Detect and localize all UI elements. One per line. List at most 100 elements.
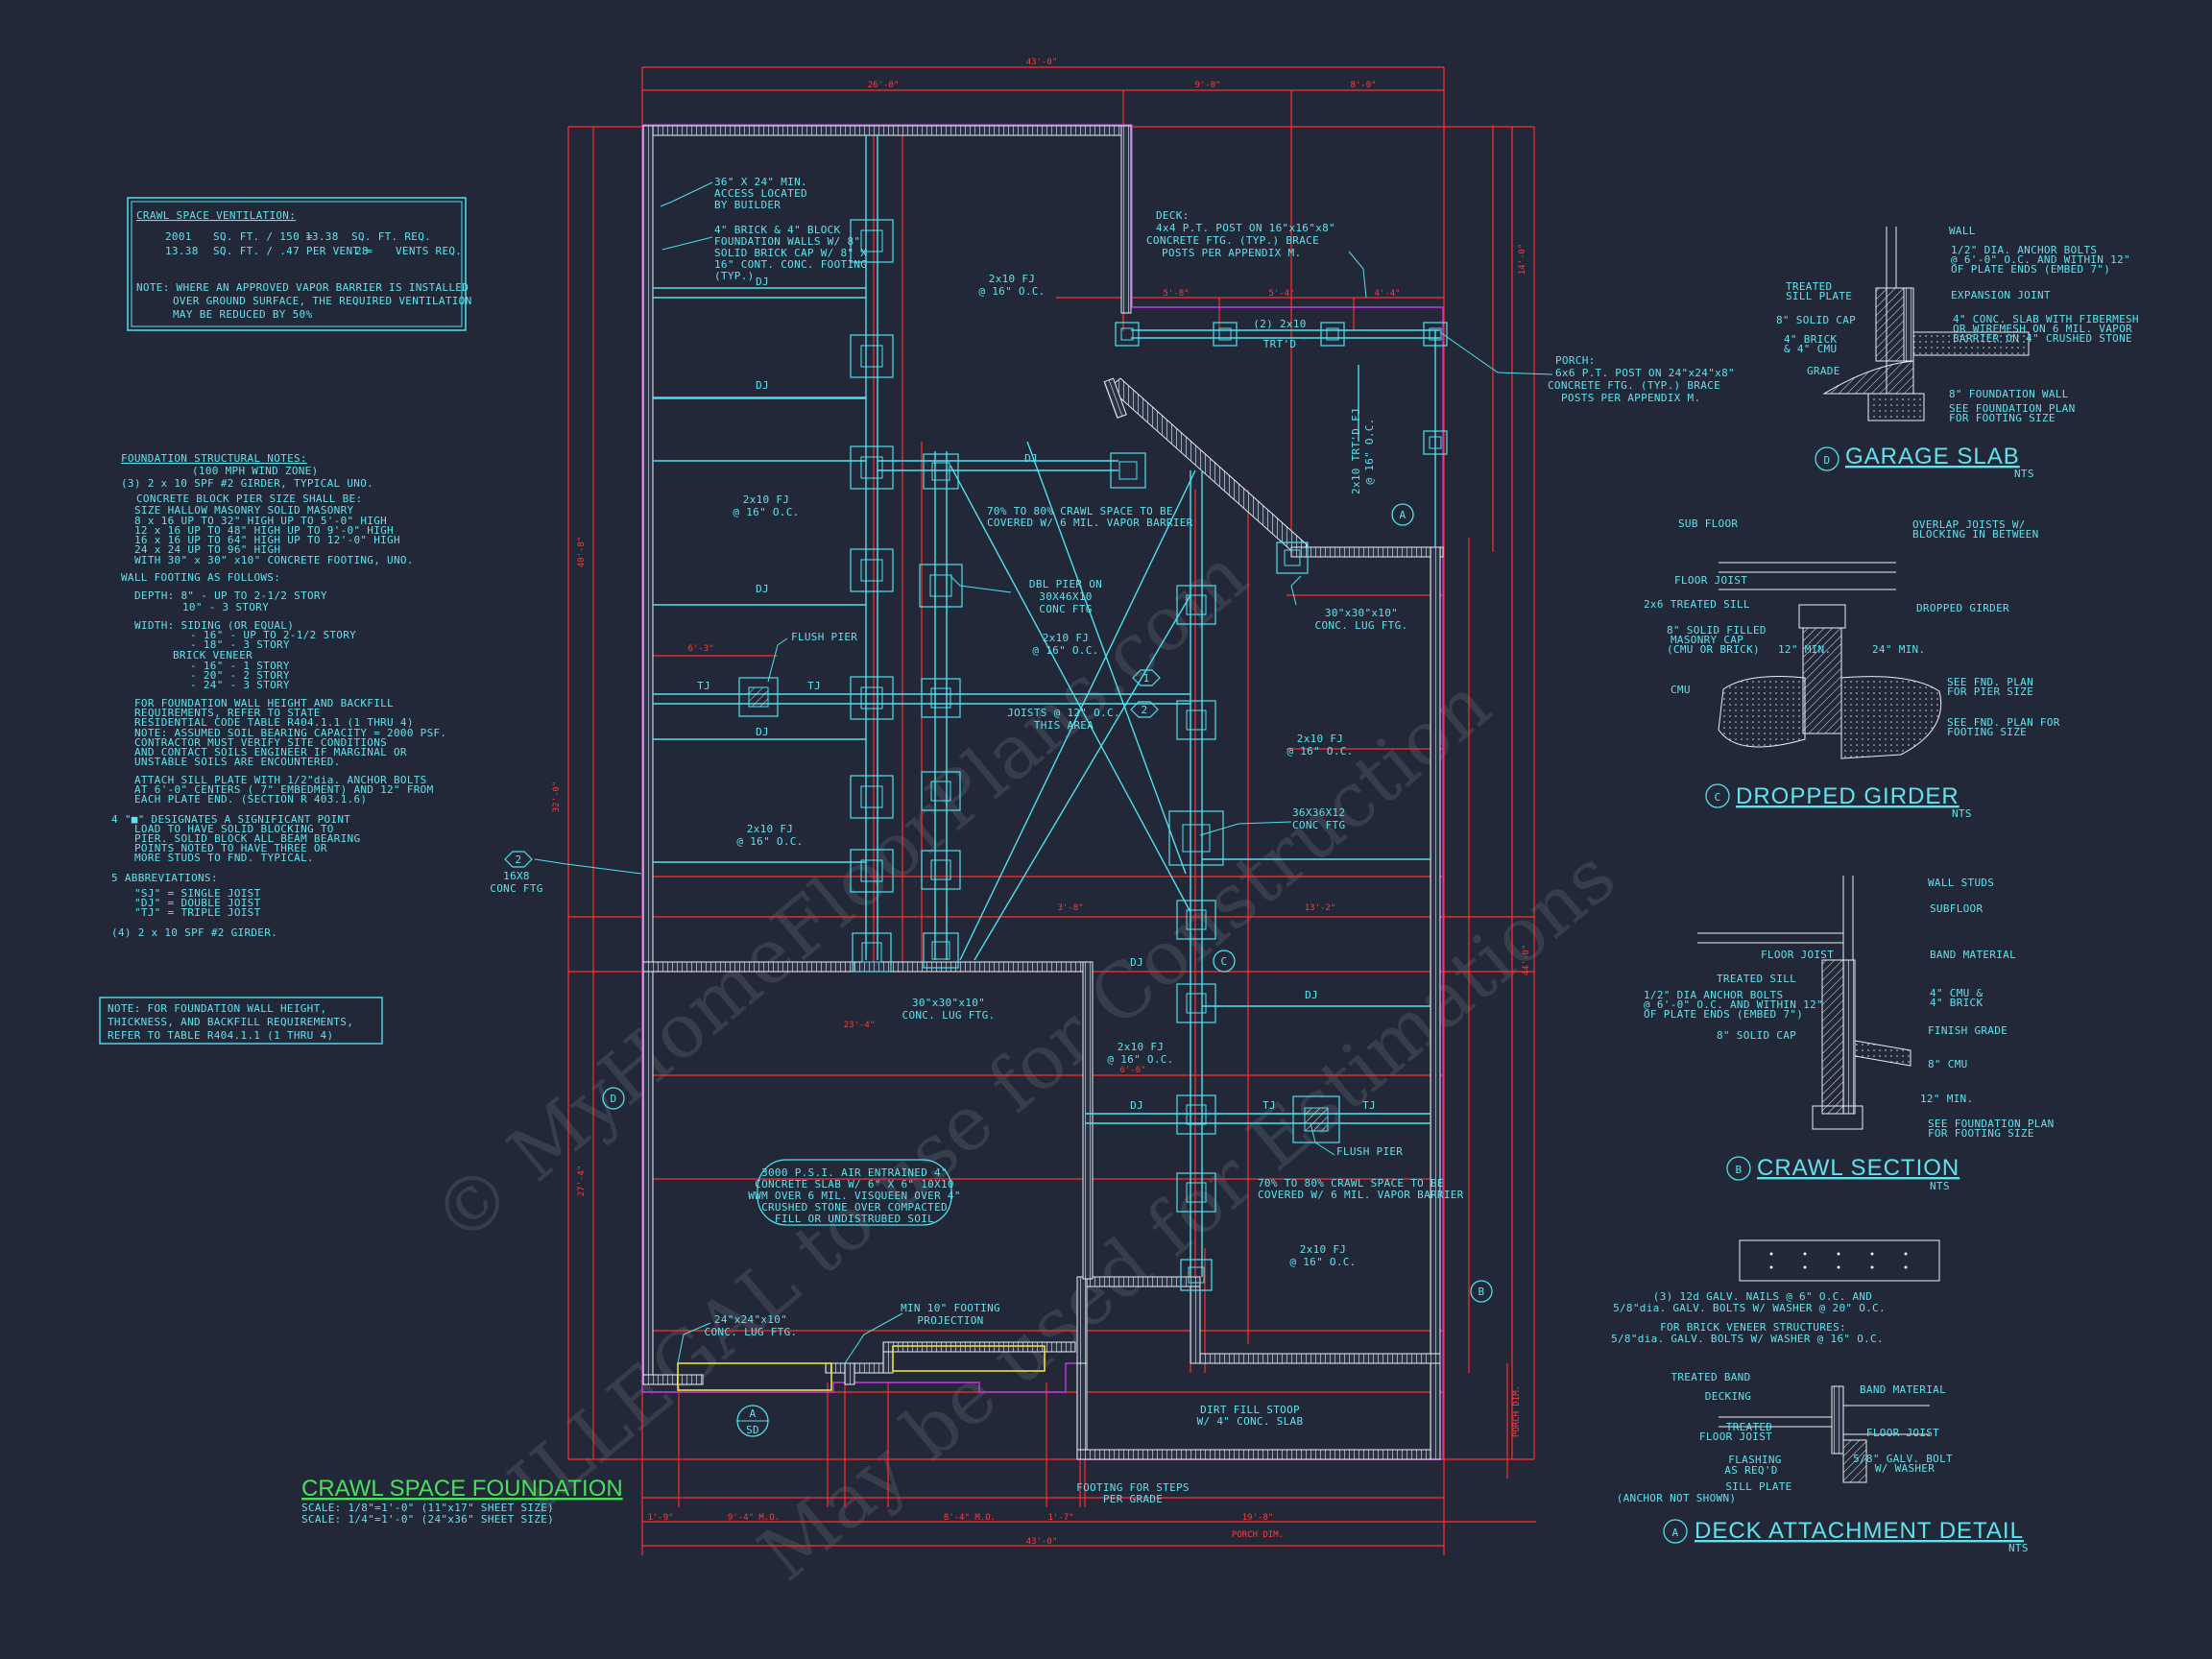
detail-a-label-15: 5/8" GALV. BOLT bbox=[1853, 1453, 1953, 1465]
detail-c-label-13: SEE FND. PLAN FOR bbox=[1947, 716, 2060, 729]
detail-b-label-3: FLOOR JOIST bbox=[1761, 949, 1834, 961]
tj-2: TJ bbox=[807, 680, 821, 692]
girders bbox=[653, 134, 1440, 1277]
detail-a-title: DECK ATTACHMENT DETAIL bbox=[1695, 1518, 2024, 1544]
notes-line-28: EACH PLATE END. (SECTION R 403.1.6) bbox=[134, 793, 367, 805]
detail-a-label-10: AS REQ'D bbox=[1724, 1464, 1777, 1477]
detail-c-label-7: 8" SOLID FILLED bbox=[1667, 624, 1767, 637]
notes-line-32: POINTS NOTED TO HAVE THREE OR bbox=[134, 842, 327, 854]
detail-a-label-6: DECKING bbox=[1705, 1390, 1751, 1403]
porch-note-1: PORCH: bbox=[1555, 354, 1596, 367]
detail-d-label-13: & 4" CMU bbox=[1784, 343, 1837, 355]
dim-4-4: 4'-4" bbox=[1374, 289, 1400, 299]
fj-label-4: 2x10 FJ bbox=[1297, 733, 1343, 745]
pier-4 bbox=[850, 548, 894, 592]
dim-overall-top: 43'-0" bbox=[1026, 58, 1058, 67]
watermark: © MyHomeFloorPlans.com ILLEGAL to use fo… bbox=[417, 532, 1631, 1598]
notes-line-31: PIER. SOLID BLOCK ALL BEAM BEARING bbox=[134, 832, 360, 845]
access-1: 36" X 24" MIN. bbox=[714, 176, 807, 188]
detail-d-label-6: SILL PLATE bbox=[1786, 290, 1852, 302]
detail-d-label-9: 4" CONC. SLAB WITH FIBERMESH bbox=[1953, 313, 2139, 325]
detail-a-label-12: (ANCHOR NOT SHOWN) bbox=[1617, 1492, 1737, 1504]
notes-line-12: WIDTH: SIDING (OR EQUAL) bbox=[134, 619, 294, 632]
notes-line-9: WALL FOOTING AS FOLLOWS: bbox=[121, 571, 280, 584]
slab-note-4: CRUSHED STONE OVER COMPACTED bbox=[761, 1201, 948, 1214]
wall-note-3: SOLID BRICK CAP W/ 8" X bbox=[714, 247, 867, 259]
pier-31 bbox=[738, 677, 779, 717]
garage-opening-2 bbox=[892, 1345, 1046, 1372]
tag-2: 2 bbox=[1142, 704, 1148, 716]
plan-scale-1: SCALE: 1/8"=1'-0" (11"x17" SHEET SIZE) bbox=[301, 1502, 554, 1514]
vent-note-2: OVER GROUND SURFACE, THE REQUIRED VENTIL… bbox=[173, 295, 472, 307]
detail-c-nts: NTS bbox=[1952, 807, 1972, 820]
pier-12 bbox=[921, 771, 961, 811]
detail-a-letter: A bbox=[1672, 1527, 1679, 1539]
pier-16 bbox=[1176, 700, 1216, 740]
fj-spacing-1: @ 16" O.C. bbox=[978, 285, 1045, 298]
dbl-pier-3: CONC FTG bbox=[1039, 603, 1092, 615]
fj-spacing-3: @ 16" O.C. bbox=[1032, 644, 1098, 657]
dj-4: DJ bbox=[756, 583, 769, 595]
detail-b-label-7: @ 6'-0" O.C. AND WITHIN 12" bbox=[1644, 998, 1823, 1011]
tag-c-plan: C bbox=[1221, 955, 1228, 968]
notes-line-27: AT 6'-0" CENTERS ( 7" EMBEDMENT) AND 12"… bbox=[134, 783, 434, 796]
detail-a-label-13: BAND MATERIAL bbox=[1860, 1383, 1946, 1396]
foundation-plan: 43'-0" 26'-0" 9'-0" 8'-0" 40'-8" 32'-0" … bbox=[301, 58, 1735, 1555]
notes-line-36: "DJ" = DOUBLE JOIST bbox=[134, 897, 261, 909]
detail-b-label-2: SUBFLOOR bbox=[1930, 902, 1983, 915]
pier-29 bbox=[1423, 430, 1448, 455]
notes-box-line-3: REFER TO TABLE R404.1.1 (1 THRU 4) bbox=[108, 1029, 333, 1042]
detail-b-label-9: 4" CMU & bbox=[1930, 987, 1983, 999]
deck-note-2: 4x4 P.T. POST ON 16"x16"x8" bbox=[1156, 222, 1335, 234]
detail-a-label-1: (3) 12d GALV. NAILS @ 6" O.C. AND bbox=[1653, 1290, 1872, 1303]
dim-overall-bottom: 43'-0" bbox=[1026, 1537, 1058, 1547]
detail-c-label-3: BLOCKING IN BETWEEN bbox=[1912, 528, 2039, 541]
detail-c-label-8: MASONRY CAP bbox=[1671, 634, 1743, 646]
notes-line-3: SIZE HALLOW MASONRY SOLID MASONRY bbox=[134, 504, 354, 517]
perimeter-outline bbox=[641, 124, 1444, 1460]
notes-box-line-1: NOTE: FOR FOUNDATION WALL HEIGHT, bbox=[108, 1002, 326, 1015]
detail-b-label-16: FOR FOOTING SIZE bbox=[1928, 1127, 2034, 1140]
plan-scale-2: SCALE: 1/4"=1'-0" (24"x36" SHEET SIZE) bbox=[301, 1513, 554, 1526]
detail-a-label-14: FLOOR JOIST bbox=[1866, 1427, 1939, 1439]
foundation-walls bbox=[642, 125, 1444, 1460]
notes-line-30: LOAD TO HAVE SOLID BLOCKING TO bbox=[134, 823, 334, 835]
detail-a-label-16: W/ WASHER bbox=[1875, 1462, 1935, 1475]
notes-line-21: RESIDENTIAL CODE TABLE R404.1.1 (1 THRU … bbox=[134, 716, 414, 729]
lug-ftg-2a: 30"x30"x10" bbox=[912, 997, 985, 1009]
notes-line-37: "TJ" = TRIPLE JOIST bbox=[134, 906, 261, 919]
pier-3 bbox=[850, 445, 894, 490]
detail-a-label-3: FOR BRICK VENEER STRUCTURES: bbox=[1660, 1321, 1846, 1334]
tj-4: TJ bbox=[1362, 1099, 1376, 1112]
pier-36-2: CONC FTG bbox=[1292, 819, 1345, 831]
notes-heading: FOUNDATION STRUCTURAL NOTES: bbox=[121, 452, 307, 465]
pier-6 bbox=[850, 775, 894, 819]
deck-note-1: DECK: bbox=[1156, 209, 1190, 222]
vent-row2-a: 13.38 bbox=[165, 245, 199, 257]
pier-22 bbox=[1180, 1259, 1213, 1291]
dj-1: DJ bbox=[756, 276, 769, 288]
dim-6-3: 6'-3" bbox=[687, 644, 713, 654]
wall-note-1: 4" BRICK & 4" BLOCK bbox=[714, 224, 841, 236]
pier-1 bbox=[850, 219, 894, 263]
porch-dim-side: PORCH DIM. bbox=[1512, 1385, 1522, 1437]
detail-d-label-12: 4" BRICK bbox=[1784, 333, 1837, 346]
detail-b-label-1: WALL STUDS bbox=[1928, 877, 1994, 889]
joists-12-1: JOISTS @ 12" O.C. bbox=[1007, 707, 1120, 719]
wall-note-5: (TYP.) bbox=[714, 270, 755, 282]
notes-lines: (3) 2 x 10 SPF #2 GIRDER, TYPICAL UNO.CO… bbox=[111, 477, 446, 939]
dim-5-4: 5'-4" bbox=[1268, 289, 1294, 299]
detail-b-label-14: 12" MIN. bbox=[1920, 1093, 1973, 1105]
deck-beam-2: TRT'D bbox=[1263, 338, 1297, 350]
detail-d-label-5: TREATED bbox=[1786, 280, 1832, 293]
detail-d-label-15: 8" FOUNDATION WALL bbox=[1949, 388, 2069, 400]
fj-label-5: 2x10 FJ bbox=[747, 823, 793, 835]
deck-note-4: POSTS PER APPENDIX M. bbox=[1162, 247, 1301, 259]
pier-17 bbox=[1168, 810, 1224, 866]
notes-line-29: 4 "■" DESIGNATES A SIGNIFICANT POINT bbox=[111, 813, 350, 826]
detail-d-label-7: EXPANSION JOINT bbox=[1951, 289, 2051, 301]
detail-c-label-5: 2x6 TREATED SILL bbox=[1644, 598, 1750, 611]
dbl-pier-2: 30X46X10 bbox=[1039, 590, 1092, 603]
